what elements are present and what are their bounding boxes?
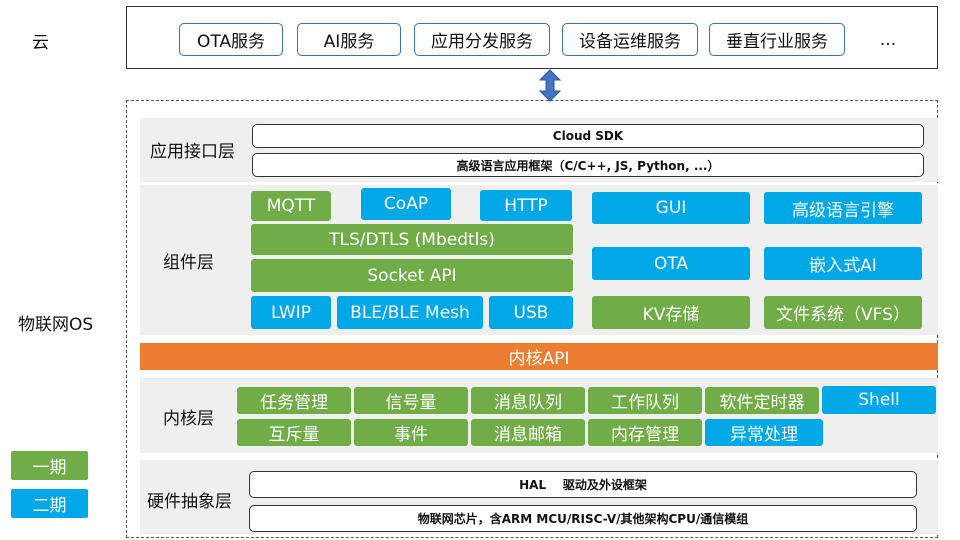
work-queue-block: 工作队列 bbox=[588, 387, 702, 414]
exception-handling-block: 异常处理 bbox=[705, 419, 823, 446]
kv-storage-block: KV存储 bbox=[592, 296, 750, 329]
tls-dtls-block: TLS/DTLS (Mbedtls) bbox=[251, 224, 573, 255]
vertical-industry-service-button[interactable]: 垂直行业服务 bbox=[709, 23, 845, 56]
usb-block: USB bbox=[489, 296, 573, 329]
legend-phase1: 一期 bbox=[11, 451, 88, 480]
coap-block: CoAP bbox=[361, 188, 451, 220]
http-block: HTTP bbox=[480, 190, 572, 221]
event-block: 事件 bbox=[354, 419, 468, 446]
ota-service-button[interactable]: OTA服务 bbox=[179, 23, 283, 56]
gui-block: GUI bbox=[592, 192, 750, 224]
hal-driver-framework-block: HAL 驱动及外设框架 bbox=[249, 471, 917, 498]
hal-layer-label: 硬件抽象层 bbox=[147, 492, 232, 512]
cloud-sdk-block: Cloud SDK bbox=[252, 124, 924, 148]
lwip-block: LWIP bbox=[251, 296, 331, 329]
socket-api-block: Socket API bbox=[251, 259, 573, 292]
more-services-ellipsis: ... bbox=[879, 29, 897, 50]
bidirectional-arrow-icon bbox=[538, 69, 562, 102]
os-label: 物联网OS bbox=[18, 315, 94, 335]
message-queue-block: 消息队列 bbox=[471, 387, 585, 414]
kernel-api-bar: 内核API bbox=[140, 343, 938, 370]
memory-management-block: 内存管理 bbox=[588, 419, 702, 446]
kernel-layer-label: 内核层 bbox=[163, 409, 214, 429]
embedded-ai-block: 嵌入式AI bbox=[764, 247, 922, 280]
app-layer-label: 应用接口层 bbox=[150, 142, 235, 162]
shell-block: Shell bbox=[822, 386, 936, 414]
iot-chip-block: 物联网芯片，含ARM MCU/RISC-V/其他架构CPU/通信模组 bbox=[249, 505, 917, 532]
ai-service-button[interactable]: AI服务 bbox=[297, 23, 401, 56]
ota-block: OTA bbox=[592, 247, 750, 280]
ble-mesh-block: BLE/BLE Mesh bbox=[337, 296, 483, 329]
semaphore-block: 信号量 bbox=[354, 387, 468, 414]
software-timer-block: 软件定时器 bbox=[705, 387, 819, 414]
message-mailbox-block: 消息邮箱 bbox=[471, 419, 585, 446]
component-layer-label: 组件层 bbox=[163, 253, 214, 273]
task-management-block: 任务管理 bbox=[237, 387, 351, 414]
mqtt-block: MQTT bbox=[251, 191, 331, 221]
device-ops-service-button[interactable]: 设备运维服务 bbox=[562, 23, 698, 56]
vfs-block: 文件系统（VFS） bbox=[764, 296, 922, 329]
high-level-language-engine-block: 高级语言引擎 bbox=[764, 192, 922, 224]
mutex-block: 互斥量 bbox=[237, 419, 351, 446]
legend-phase2: 二期 bbox=[11, 489, 88, 518]
high-level-language-framework-block: 高级语言应用框架（C/C++, JS, Python, ...） bbox=[252, 153, 924, 177]
app-distribution-service-button[interactable]: 应用分发服务 bbox=[414, 23, 550, 56]
cloud-label: 云 bbox=[32, 33, 49, 53]
